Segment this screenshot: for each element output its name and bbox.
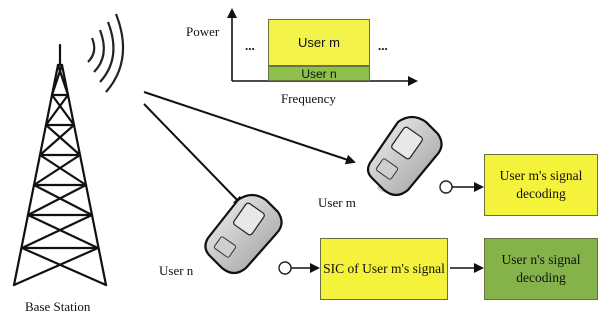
sic-box: SIC of User m's signal (320, 238, 448, 300)
user-m-label: User m (318, 195, 356, 210)
spectrum-user-n-block: User n (268, 66, 370, 81)
user-m-input-node (439, 180, 453, 194)
signal-waves-icon (87, 13, 125, 93)
user-n-input-node (278, 261, 292, 275)
tower-icon (12, 43, 108, 287)
phone-user-n-icon (204, 193, 283, 275)
spectrum-axes (227, 8, 418, 86)
phone-user-m-icon (366, 115, 443, 197)
user-n-decoding-box: User n's signal decoding (484, 238, 598, 300)
user-n-label: User n (159, 263, 194, 278)
spectrum-user-m-block: User m (268, 19, 370, 66)
ellipsis-left: ... (245, 38, 255, 53)
arrow-to-user-n (143, 103, 244, 207)
user-m-decoding-box: User m's signal decoding (484, 154, 598, 216)
base-station-label: Base Station (25, 299, 91, 314)
ellipsis-right: ... (378, 38, 388, 53)
power-axis-label: Power (186, 24, 220, 39)
arrow-to-user-m (143, 91, 356, 165)
frequency-axis-label: Frequency (281, 91, 336, 106)
